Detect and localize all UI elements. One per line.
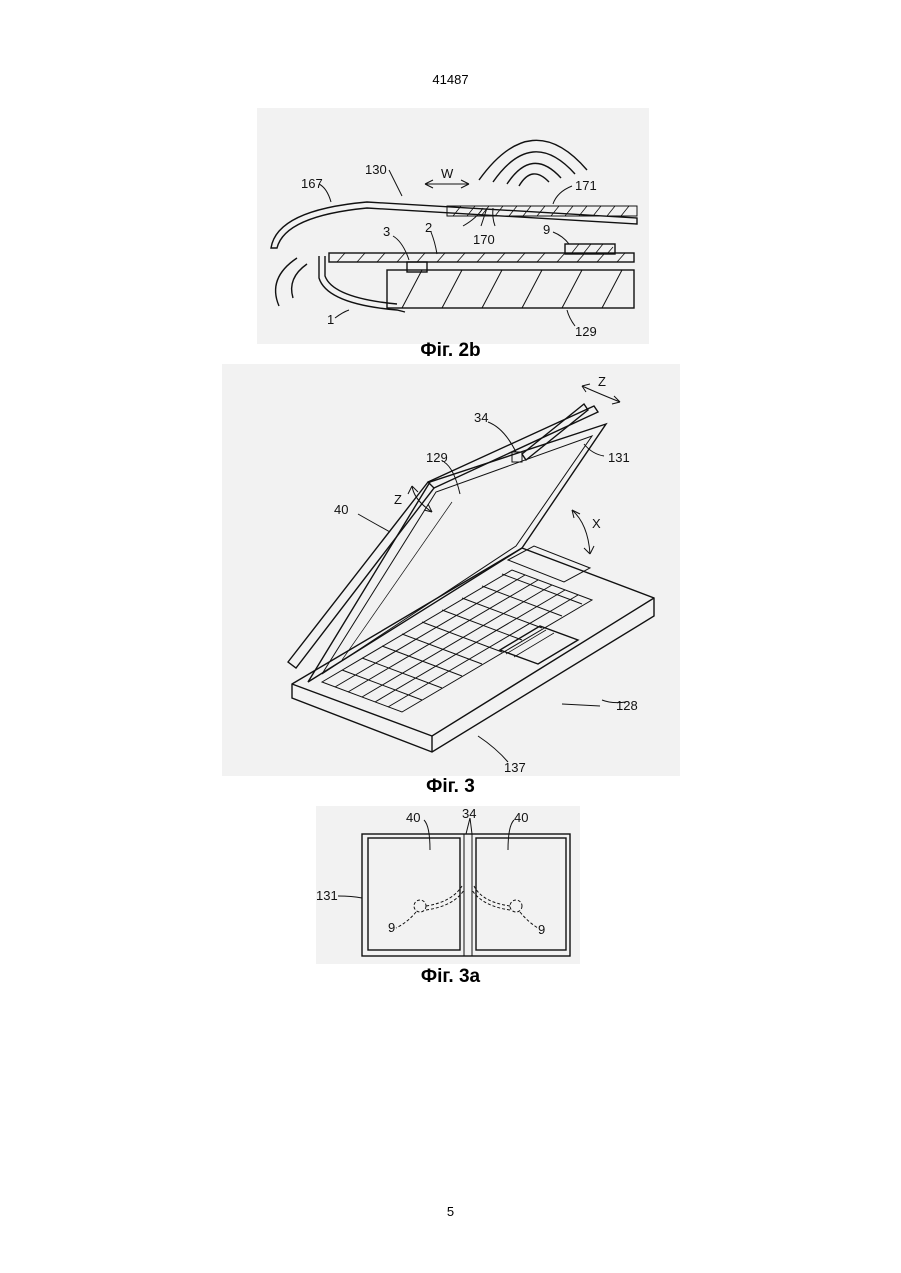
label-129: 129	[426, 450, 448, 465]
label-129: 129	[575, 324, 597, 339]
label-40-right: 40	[514, 810, 528, 825]
label-131: 131	[608, 450, 630, 465]
label-x: X	[592, 516, 601, 531]
label-170: 170	[473, 232, 495, 247]
figure-2b-caption: Фіг. 2b	[0, 340, 901, 362]
figure-3a-drawing: 40 34 40 131 9 9	[316, 806, 580, 964]
label-128: 128	[616, 698, 638, 713]
label-1: 1	[327, 312, 334, 327]
figure-3-drawing: Z 34 131 129 40 Z X 128 137	[222, 364, 680, 776]
label-9-left: 9	[388, 920, 395, 935]
figure-3a-caption: Фіг. 3а	[0, 966, 901, 988]
page-number: 5	[0, 1204, 901, 1219]
label-9-right: 9	[538, 922, 545, 937]
figure-3-caption: Фіг. 3	[0, 776, 901, 798]
label-40-left: 40	[406, 810, 420, 825]
label-131: 131	[316, 888, 338, 903]
label-w: W	[441, 166, 454, 181]
label-2: 2	[425, 220, 432, 235]
label-130: 130	[365, 162, 387, 177]
label-40: 40	[334, 502, 348, 517]
figure-2b-drawing: 167 130 W 171 3 2 170 9 1 129	[257, 108, 649, 344]
label-137: 137	[504, 760, 526, 775]
label-171: 171	[575, 178, 597, 193]
document-number: 41487	[0, 72, 901, 87]
label-z-top: Z	[598, 374, 606, 389]
label-34: 34	[474, 410, 488, 425]
label-3: 3	[383, 224, 390, 239]
label-z-left: Z	[394, 492, 402, 507]
label-34: 34	[462, 806, 476, 821]
label-167: 167	[301, 176, 323, 191]
label-9: 9	[543, 222, 550, 237]
